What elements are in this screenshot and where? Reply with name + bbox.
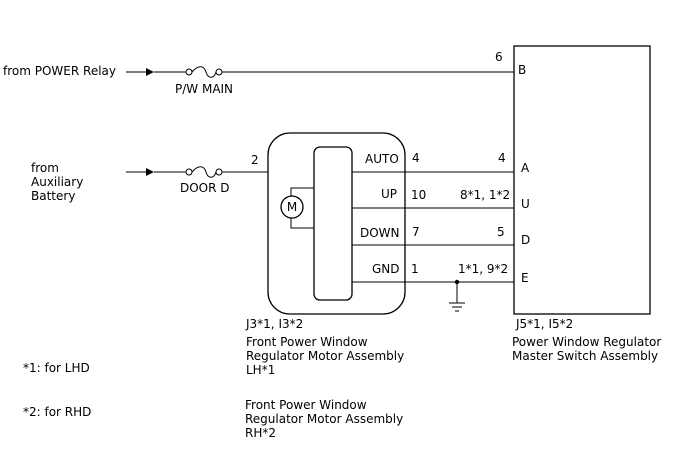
fuse-pw-main-icon [191, 66, 217, 78]
master-name-line-1: Power Window Regulator [512, 335, 661, 349]
motor-pin-down: 7 [412, 225, 420, 239]
motor-name-lhd-line-1: Front Power Window [246, 335, 368, 349]
fuse-terminal-icon [185, 168, 193, 176]
signal-wires: 4 10 7 1 4 8*1, 1*2 5 1*1, 9*2 [352, 151, 514, 312]
motor-label-down: DOWN [360, 226, 400, 240]
motor-internal-switch [313, 146, 353, 301]
motor-name-rhd-line-2: Regulator Motor Assembly [245, 412, 403, 426]
master-terminal-u: U [521, 197, 530, 211]
footnotes: *1: for LHD *2: for RHD [23, 361, 91, 419]
fuse-terminal-icon [215, 68, 223, 76]
power-relay-circuit: from POWER Relay P/W MAIN 6 [3, 50, 514, 96]
master-pin-u: 8*1, 1*2 [460, 188, 510, 202]
motor-pin-up: 10 [411, 188, 426, 202]
master-pin-b: 6 [495, 50, 503, 64]
master-terminal-d: D [521, 233, 530, 247]
motor-connector-code: J3*1, I3*2 [245, 317, 303, 331]
arrow-right-icon [146, 168, 154, 176]
motor-name-rhd-line-1: Front Power Window [245, 398, 367, 412]
master-switch-assembly: B A U D E J5*1, I5*2 Power Window Regula… [512, 45, 661, 363]
master-pin-d: 5 [497, 225, 505, 239]
front-power-window-motor-assembly: M AUTO UP DOWN GND J3*1, I3*2 Front Powe… [245, 132, 406, 440]
note-rhd: *2: for RHD [23, 405, 91, 419]
ground-icon [449, 302, 465, 312]
fuse-terminal-icon [215, 168, 223, 176]
motor-pin-gnd: 1 [411, 262, 419, 276]
arrow-right-icon [146, 68, 154, 76]
motor-icon [280, 195, 304, 219]
motor-pin-b: 2 [251, 153, 259, 167]
master-pin-a: 4 [498, 151, 506, 165]
master-switch-outline [513, 45, 651, 315]
motor-symbol: M [287, 200, 297, 214]
note-lhd: *1: for LHD [23, 361, 90, 375]
fuse-pw-main-label: P/W MAIN [175, 82, 233, 96]
master-name-line-2: Master Switch Assembly [512, 349, 658, 363]
fuse-door-d-icon [191, 166, 217, 178]
power-relay-source-label: from POWER Relay [3, 64, 116, 78]
master-terminal-e: E [521, 271, 529, 285]
motor-label-up: UP [381, 187, 397, 201]
motor-label-gnd: GND [372, 262, 400, 276]
aux-source-line-2: Auxiliary [31, 175, 83, 189]
master-pin-e: 1*1, 9*2 [458, 262, 508, 276]
motor-name-rhd-line-3: RH*2 [245, 426, 276, 440]
aux-source-line-3: Battery [31, 189, 75, 203]
fuse-terminal-icon [185, 68, 193, 76]
motor-pin-auto: 4 [412, 151, 420, 165]
motor-label-auto: AUTO [365, 152, 399, 166]
motor-name-lhd-line-3: LH*1 [246, 363, 275, 377]
motor-name-lhd-line-2: Regulator Motor Assembly [246, 349, 404, 363]
master-terminal-a: A [521, 161, 530, 175]
fuse-door-d-label: DOOR D [180, 181, 230, 195]
master-terminal-b: B [518, 63, 526, 77]
master-connector-code: J5*1, I5*2 [515, 317, 573, 331]
aux-source-line-1: from [31, 161, 59, 175]
